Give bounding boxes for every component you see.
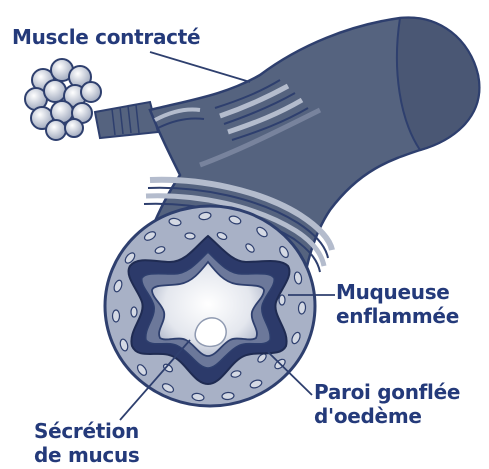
cross-section	[105, 206, 315, 406]
mucus-secretion	[195, 318, 226, 347]
label-paroi-line1: Paroi gonflée	[314, 380, 460, 404]
label-paroi-gonflee: Paroi gonflée d'oedème	[314, 380, 460, 428]
label-muscle-text: Muscle contracté	[12, 25, 200, 49]
label-muqueuse-line1: Muqueuse	[336, 280, 459, 304]
label-muqueuse-line2: enflammée	[336, 304, 459, 328]
label-secretion-line2: de mucus	[34, 443, 140, 467]
label-muqueuse-enflammee: Muqueuse enflammée	[336, 280, 459, 328]
leader-muscle	[150, 52, 250, 82]
label-secretion-line1: Sécrétion	[34, 419, 140, 443]
label-paroi-line2: d'oedème	[314, 404, 460, 428]
label-secretion-mucus: Sécrétion de mucus	[34, 419, 140, 467]
bronchiole	[95, 102, 158, 138]
alveoli-cluster	[25, 59, 101, 140]
label-muscle-contracte: Muscle contracté	[12, 25, 200, 49]
